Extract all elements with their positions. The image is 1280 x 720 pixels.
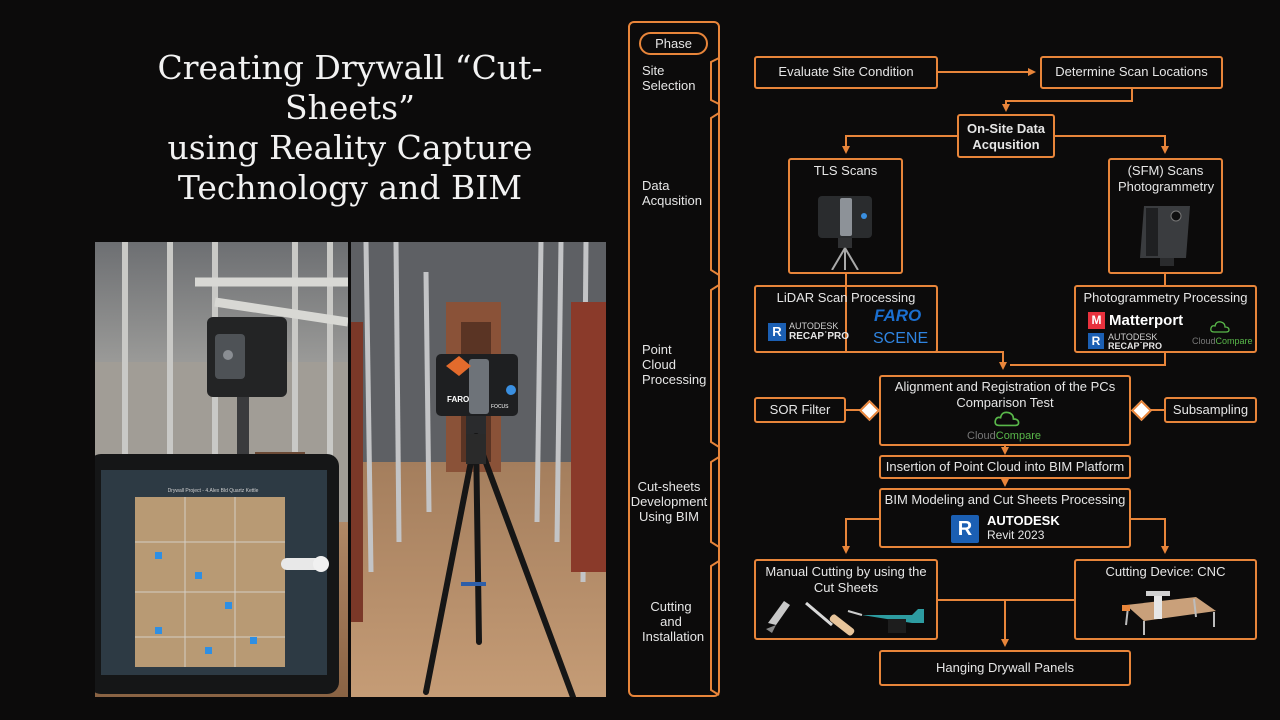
recap-logo-icon: R [768, 323, 786, 341]
recap-pro-text: RECAP˙PRO [789, 331, 850, 342]
photo-faro-scanner-illustration: FARO FOCUS [351, 242, 606, 697]
node-onsite-data-acquisition: On-Site Data Acqusition [957, 114, 1055, 158]
revit-logo-icon: R [951, 515, 979, 543]
matterport-logo-icon: M [1088, 312, 1105, 329]
node-bim-modeling: BIM Modeling and Cut Sheets Processing R… [879, 488, 1131, 548]
cloudcompare-cloud-icon [1210, 321, 1230, 333]
phase-data-acquisition: Data Acqusition [642, 178, 702, 208]
photo-tablet-scanner-illustration: Drywall Project - 4.Alex Bld Quartz Kett… [95, 242, 348, 697]
tablet-header-text: Drywall Project - 4.Alex Bld Quartz Kett… [168, 488, 259, 494]
node-manual-cutting: Manual Cutting by using the Cut Sheets [754, 559, 938, 640]
matterport-text: Matterport [1109, 312, 1184, 329]
phase-site-selection: Site Selection [642, 63, 696, 93]
faro-logo: FARO [874, 306, 922, 325]
phase-cutting-installation: Cutting and Installation [642, 599, 705, 644]
node-hanging-drywall: Hanging Drywall Panels [879, 650, 1131, 686]
node-insertion-bim: Insertion of Point Cloud into BIM Platfo… [879, 455, 1131, 479]
recap-logo-icon-2: R [1088, 333, 1104, 349]
phase-header: Phase [639, 32, 708, 55]
photogrammetry-camera-icon [1140, 206, 1190, 266]
scene-logo: SCENE [873, 330, 929, 347]
node-sfm-scans: (SFM) Scans Photogrammetry [1108, 158, 1223, 274]
title-line-3: Technology and BIM [177, 168, 523, 207]
node-tls-scans: TLS Scans [788, 158, 903, 274]
photo-faro-scanner: FARO FOCUS [351, 242, 606, 697]
tls-scanner-icon [818, 196, 872, 270]
recap-autodesk-text-2: AUTODESK [1108, 332, 1158, 342]
node-evaluate-site: Evaluate Site Condition [754, 56, 938, 89]
photo-tablet-scanner: Drywall Project - 4.Alex Bld Quartz Kett… [95, 242, 348, 697]
faro-device-label: FARO [447, 395, 469, 404]
recap-pro-text-2: RECAP˙PRO [1108, 341, 1163, 351]
node-subsampling: Subsampling [1164, 397, 1257, 423]
cnc-machine-icon [1122, 591, 1216, 635]
title-line-2: using Reality Capture [167, 128, 533, 167]
revit-version-text: Revit 2023 [987, 528, 1045, 542]
node-photogrammetry-processing: Photogrammetry Processing M Matterport R… [1074, 285, 1257, 353]
node-determine-scan-locations: Determine Scan Locations [1040, 56, 1223, 89]
node-lidar-processing: LiDAR Scan Processing R AUTODESK RECAP˙P… [754, 285, 938, 353]
focus-device-label: FOCUS [491, 404, 509, 410]
phase-point-cloud-processing: Point Cloud Processing [642, 342, 707, 387]
page-title: Creating Drywall “Cut-Sheets” using Real… [95, 48, 605, 208]
node-sor-filter: SOR Filter [754, 397, 846, 423]
node-cnc-cutting: Cutting Device: CNC [1074, 559, 1257, 640]
cloudcompare-text-2: CloudCompare [967, 430, 1041, 442]
cloudcompare-cloud-icon-2 [994, 411, 1020, 427]
cutting-tools-icon [766, 601, 924, 636]
revit-autodesk-text: AUTODESK [987, 513, 1060, 528]
phase-cutsheets-development: Cut-sheets Development Using BIM [630, 479, 708, 524]
node-alignment-registration: Alignment and Registration of the PCs Co… [879, 375, 1131, 446]
recap-autodesk-text: AUTODESK [789, 321, 839, 331]
cloudcompare-text: CloudCompare [1192, 336, 1253, 346]
title-line-1: Creating Drywall “Cut-Sheets” [157, 48, 543, 127]
